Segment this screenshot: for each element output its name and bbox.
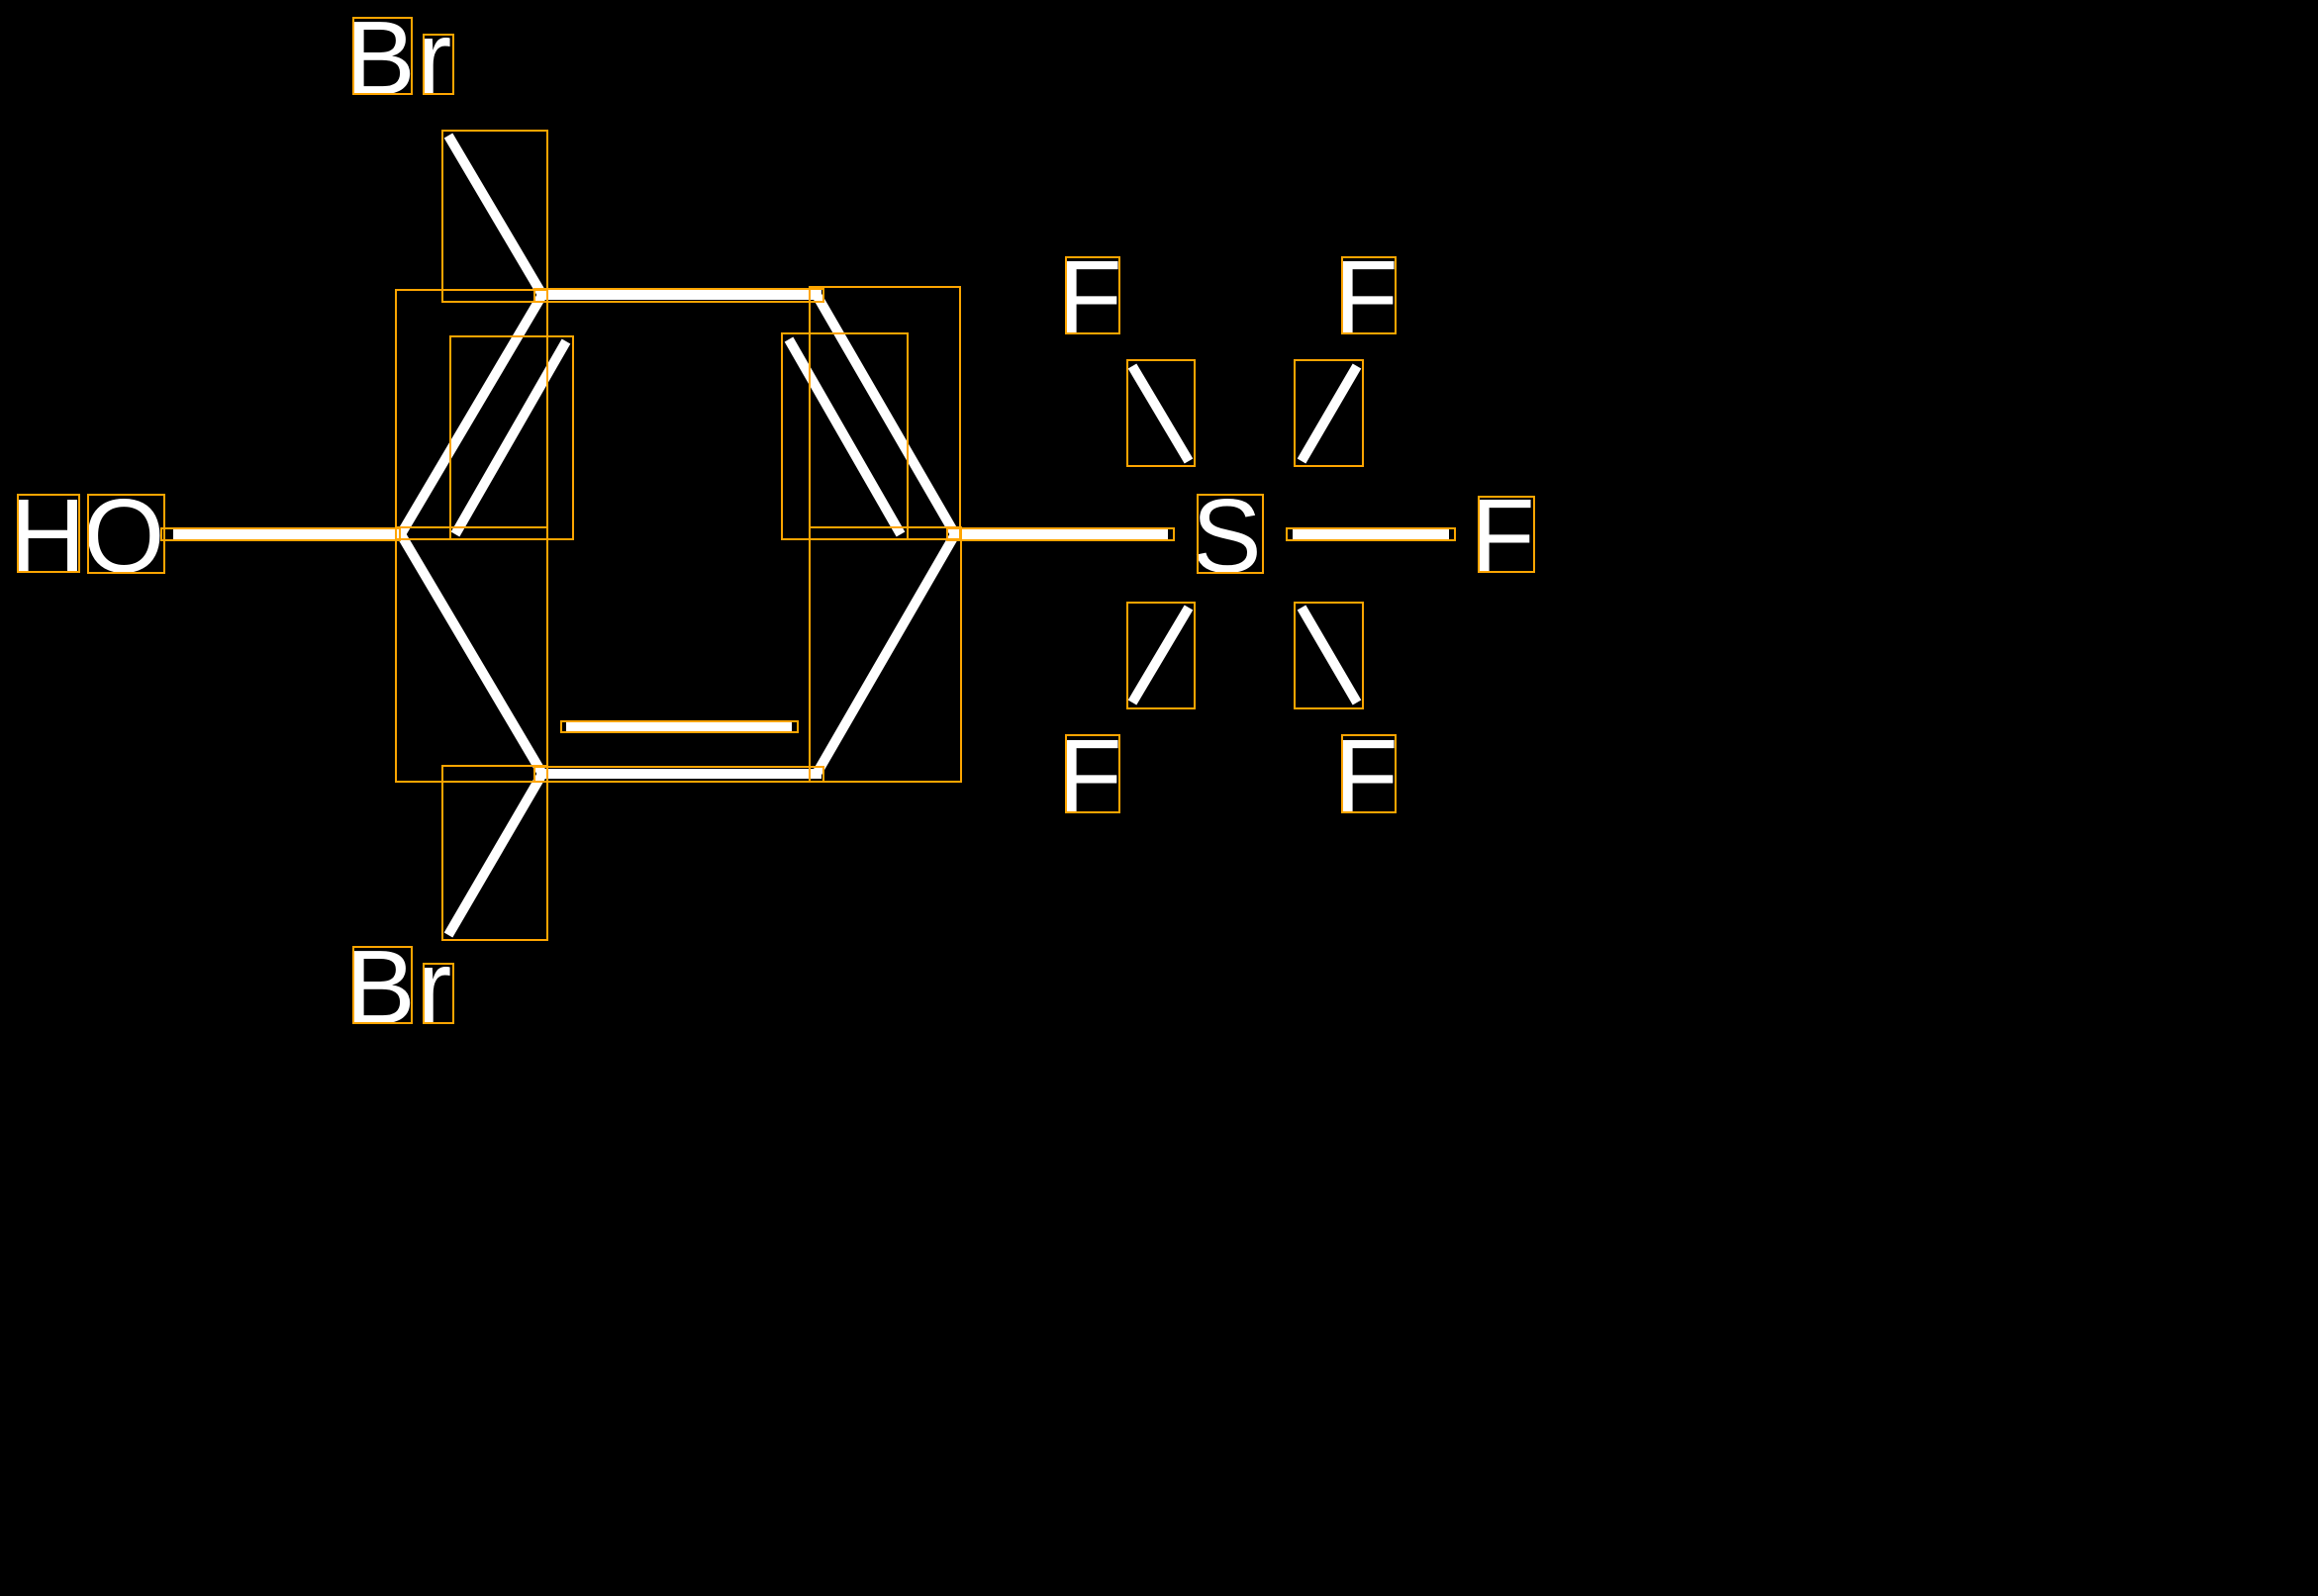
- bbox-bond-s-f-bottom-right: [1294, 602, 1364, 709]
- atom-s: S: [1192, 478, 1262, 595]
- bbox-h: [17, 494, 80, 573]
- bbox-bond-s-f-right: [1286, 527, 1456, 541]
- bbox-bond-ring-top: [533, 288, 824, 303]
- bounding-boxes: [17, 17, 1535, 1024]
- atom-f-right: F: [1471, 478, 1535, 595]
- bond-ring-right-lower: [812, 531, 960, 777]
- bbox-f-top-left: [1065, 256, 1120, 334]
- bbox-bond-ring-right-lower: [809, 526, 962, 783]
- bbox-bond-br-top: [441, 130, 548, 303]
- atom-br-bottom-r: r: [417, 929, 451, 1046]
- bond-s-f-bottom-left: [1127, 605, 1194, 705]
- bond-ring-right-upper: [812, 292, 960, 537]
- bbox-bond-s-f-top-right: [1294, 359, 1364, 467]
- bbox-f-top-right: [1341, 256, 1397, 334]
- bond-br-bottom: [443, 771, 547, 938]
- bbox-br-bottom-b: [352, 946, 413, 1024]
- atom-f-top-right: F: [1334, 239, 1399, 356]
- atom-labels: B r B r H O S F F F F F: [10, 0, 1535, 1046]
- atom-h: H: [10, 478, 86, 595]
- bond-s-f-top-right: [1297, 363, 1362, 464]
- atom-br-top-b: B: [345, 0, 416, 117]
- bond-s-f-bottom-right: [1297, 605, 1362, 705]
- bond-s-f-top-left: [1127, 363, 1194, 464]
- bbox-bond-ho: [160, 527, 401, 541]
- atom-o: O: [83, 478, 164, 595]
- bbox-bond-s-f-top-left: [1126, 359, 1196, 467]
- atom-f-bottom-left: F: [1058, 718, 1122, 835]
- bond-ring-left-upper: [396, 292, 547, 537]
- atom-f-bottom-right: F: [1334, 718, 1399, 835]
- bbox-bond-br-bottom: [441, 765, 548, 941]
- bbox-br-top-b: [352, 17, 413, 95]
- bonds: [173, 133, 1449, 938]
- bbox-bond-ring-bottom-inner: [560, 720, 799, 733]
- bbox-bond-ring-bottom: [533, 766, 824, 783]
- bbox-bond-ring-left-lower: [395, 526, 548, 783]
- atom-f-top-left: F: [1058, 239, 1122, 356]
- bbox-f-bottom-right: [1341, 734, 1397, 813]
- bond-ring-left-lower: [396, 531, 547, 777]
- bond-ring-right-upper-inner: [784, 336, 906, 537]
- atom-br-top-r: r: [417, 0, 451, 117]
- bbox-s: [1197, 494, 1264, 574]
- atom-br-bottom-b: B: [345, 929, 416, 1046]
- bbox-bond-ring-s: [946, 527, 1175, 541]
- bbox-br-top-r: [423, 34, 454, 95]
- bbox-bond-s-f-bottom-left: [1126, 602, 1196, 709]
- bbox-bond-ring-right-upper-inner: [781, 332, 909, 540]
- bbox-f-right: [1478, 496, 1535, 573]
- bbox-f-bottom-left: [1065, 734, 1120, 813]
- bbox-br-bottom-r: [423, 963, 454, 1024]
- bond-br-top: [443, 133, 547, 298]
- bbox-bond-ring-left-upper-inner: [449, 335, 574, 540]
- bbox-o: [87, 494, 165, 574]
